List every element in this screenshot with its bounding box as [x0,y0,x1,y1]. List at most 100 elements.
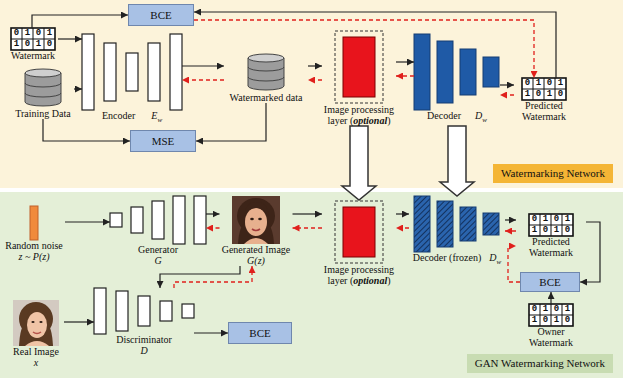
node-label: ) [387,275,390,286]
bit-row: 0 1 0 1 [11,28,55,39]
text-run: x [34,357,38,368]
text-run: Owner Watermark [516,326,586,348]
bit-row: 1 0 1 0 [529,225,573,236]
text-run: DecoderDw [427,110,487,126]
text-line: Image processing layer (optional) [322,104,396,126]
text-run: Decoder (frozen)Dw [413,252,501,268]
panel-title: Watermarking Network [501,167,605,179]
graphic-slot [82,34,182,110]
node-label: Discriminator [116,334,172,345]
text-run: Discriminator [116,334,172,345]
text-run: Image processing layer (optional) [322,264,396,286]
text-line: Predicted Watermark [514,100,574,122]
dataset: Training Data [12,70,74,119]
node-label: z ~ P(z) [19,251,50,262]
node-label: G [154,255,161,266]
text-run: Predicted Watermark [514,100,574,122]
dataset: Watermarked data [224,54,308,103]
bit-row: 0 1 0 1 [529,304,573,315]
text-run: Watermarked data [230,92,303,103]
text-run: Training Data [15,108,70,119]
graphic-slot [3,206,65,240]
watermark-owner: 0 1 0 11 0 1 0Owner Watermark [516,304,586,348]
node-label: Random noise [5,240,63,251]
network-tag: Watermarking Network [493,164,613,183]
graphic-slot [94,288,194,334]
bit-matrix: 0 1 0 11 0 1 0 [529,214,573,236]
node-label: optional [353,115,387,126]
loss-label: BCE [249,328,270,339]
text-line: DecoderDw [414,110,500,126]
loss-box: BCE [228,322,292,344]
text-line: EncoderEw [82,110,182,126]
node-label: D [489,252,496,263]
node-label: Owner Watermark [529,326,573,348]
node-label: E [151,110,157,121]
graphic-slot [8,300,64,346]
text-line: Training Data [12,108,74,119]
generator: GeneratorG [110,196,206,266]
node-label: w [157,116,162,124]
text-run: G(z) [247,255,265,266]
loss-label: MSE [152,136,175,147]
decoder: DecoderDw [414,34,500,126]
text-line: z ~ P(z) [3,251,65,262]
node-label: G(z) [247,255,265,266]
node-label: Predicted Watermark [529,236,573,258]
processing-layer: Image processing layer (optional) [322,200,396,286]
graphic-slot [220,196,293,244]
bit-matrix: 0 1 0 11 0 1 0 [11,28,55,50]
loss-box: BCE [128,4,194,26]
loss-label: BCE [539,277,560,288]
text-line: Watermark [8,50,58,61]
node-label: D [140,345,147,356]
discriminator: DiscriminatorD [94,288,194,356]
text-line: D [94,345,194,356]
text-line: Image processing layer (optional) [322,264,396,286]
text-line: Generator [110,244,206,255]
node-label: Watermark [11,50,55,61]
loss-label: BCE [150,10,171,21]
text-line: Owner Watermark [516,326,586,348]
text-line: G [110,255,206,266]
panel-title: GAN Watermarking Network [475,357,605,369]
decoder: Decoder (frozen)Dw [409,196,505,268]
watermark-input: 0 1 0 11 0 1 0Watermark [8,28,58,61]
node-label: x [34,357,38,368]
text-run: Generator [138,244,178,255]
graphic-slot [322,200,396,264]
text-run: z ~ P(z) [19,251,50,262]
text-run: Predicted Watermark [516,236,586,258]
loss-box: MSE [130,130,196,152]
generated-image: Generated ImageG(z) [220,196,293,266]
watermark-output: 0 1 0 11 0 1 0Predicted Watermark [514,78,574,122]
text-line: Real Image [8,346,64,357]
real-image: Real Imagex [8,300,64,368]
node-label: w [497,258,502,266]
encoder: EncoderEw [82,34,182,126]
graphic-slot [12,70,74,108]
text-run: G [154,255,161,266]
node-label: Generator [138,244,178,255]
text-line: G(z) [220,255,293,266]
text-run: Generated Image [222,244,291,255]
bit-matrix: 0 1 0 11 0 1 0 [529,304,573,326]
text-run: Real Image [13,346,59,357]
node-label: Predicted Watermark [522,100,566,122]
text-line: Decoder (frozen)Dw [409,252,505,268]
watermark-output: 0 1 0 11 0 1 0Predicted Watermark [516,214,586,258]
bit-row: 1 0 1 0 [522,89,566,100]
graphic-slot [414,34,500,110]
processing-layer: Image processing layer (optional) [322,30,396,126]
text-line: Discriminator [94,334,194,345]
node-label: Watermarked data [230,92,303,103]
node-label: Training Data [15,108,70,119]
noise-input: Random noisez ~ P(z) [3,206,65,262]
node-label: ) [387,115,390,126]
bit-row: 1 0 1 0 [529,315,573,326]
node-label: Decoder [427,110,461,121]
bit-row: 0 1 0 1 [529,214,573,225]
graphic-slot [322,30,396,104]
node-label: optional [353,275,387,286]
